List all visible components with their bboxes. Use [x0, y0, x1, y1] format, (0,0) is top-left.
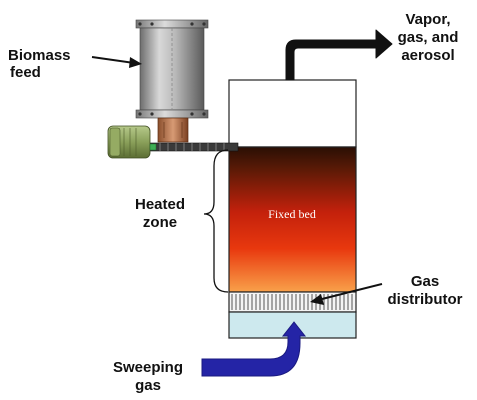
sweeping-gas-arrow — [201, 321, 307, 377]
gas-distributor-label-2: distributor — [388, 291, 463, 308]
vapor-label-3: aerosol — [401, 47, 454, 64]
auger-motor — [107, 125, 157, 159]
sweeping-gas-label-1: Sweeping — [113, 359, 183, 376]
heated-zone-label-2: zone — [143, 214, 177, 231]
gas-distributor-pointer — [317, 283, 383, 301]
reactor-freeboard — [228, 79, 357, 148]
biomass-feed-pointer — [91, 56, 135, 64]
gas-distributor-pointer-head — [310, 294, 324, 305]
biomass-feed-pointer-head — [129, 57, 142, 68]
fixed-bed — [228, 146, 357, 293]
biomass-feed-label-2: feed — [10, 64, 41, 81]
gas-distributor-label-1: Gas — [411, 273, 439, 290]
biomass-hopper — [135, 19, 209, 119]
gas-distributor — [228, 291, 357, 313]
vapor-label-2: gas, and — [398, 29, 459, 46]
fixed-bed-label: Fixed bed — [268, 207, 316, 221]
vapor-label-1: Vapor, — [405, 11, 450, 28]
sweeping-gas-label-2: gas — [135, 377, 161, 394]
biomass-feed-label-1: Biomass — [8, 47, 71, 64]
vapor-outlet-arrow — [285, 29, 393, 81]
feeder-valve — [157, 117, 189, 143]
heated-zone-label-1: Heated — [135, 196, 185, 213]
heated-zone-brace — [203, 149, 229, 293]
